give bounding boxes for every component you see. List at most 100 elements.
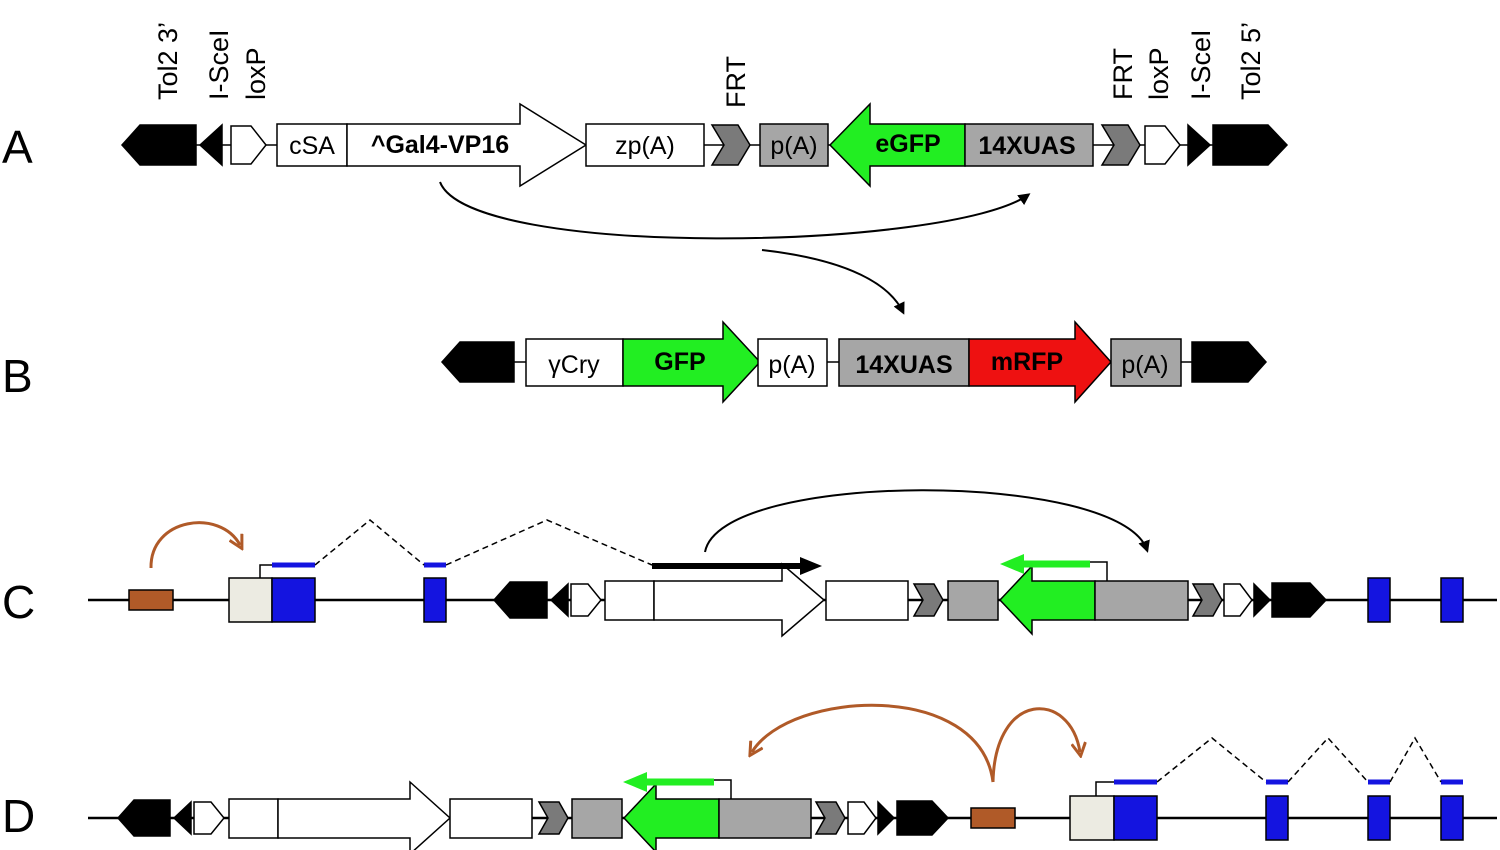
frt-left-d-icon bbox=[537, 801, 569, 835]
exon-3-d bbox=[1367, 795, 1391, 841]
csa-box-c bbox=[604, 580, 655, 621]
isce1-site-right-icon bbox=[1187, 123, 1212, 167]
tol2-3-arm-c-icon bbox=[492, 581, 548, 619]
pa-box-a bbox=[759, 123, 829, 167]
loxp-left-d-icon bbox=[193, 801, 225, 835]
tol2-5-arm-icon bbox=[1212, 124, 1289, 166]
splice-lines-d bbox=[1156, 736, 1442, 783]
tol2-5-arm-d-icon bbox=[896, 800, 950, 836]
tol2-arm-left-b-icon bbox=[440, 341, 515, 383]
isce1-site-left-icon bbox=[198, 123, 223, 167]
frt-right-c-icon bbox=[1191, 583, 1223, 617]
uas-box-a bbox=[964, 123, 1094, 167]
tol2-3-arm-icon bbox=[120, 124, 197, 166]
pa-box-c bbox=[947, 580, 999, 621]
gal4-vp16-arrow bbox=[346, 102, 588, 188]
loxp-site-left-icon bbox=[230, 125, 267, 165]
csa-box bbox=[276, 123, 348, 167]
row-label-d: D bbox=[2, 790, 35, 842]
construct-b bbox=[440, 320, 1268, 404]
site-label-frt-right: FRT bbox=[1108, 48, 1138, 100]
exon-1-c bbox=[271, 577, 316, 623]
uas-label-b: 14XUAS bbox=[855, 351, 952, 379]
mrfp-label: mRFP bbox=[991, 348, 1063, 376]
uas-bracket-c bbox=[1088, 561, 1108, 581]
gfp-label-b: GFP bbox=[654, 348, 705, 376]
egfp-transcript-head-c bbox=[1000, 554, 1024, 574]
loxp-right-c-icon bbox=[1223, 583, 1253, 617]
enhancer-arrow-d-left bbox=[752, 703, 995, 783]
egfp-label: eGFP bbox=[875, 130, 940, 158]
site-label-frt-left: FRT bbox=[721, 56, 751, 108]
frt-site-left-icon bbox=[710, 124, 751, 166]
enhancer-arrow-d-right bbox=[991, 707, 1080, 783]
loxp-right-d-icon bbox=[847, 801, 877, 835]
gal4-activation-arrow-b bbox=[761, 249, 905, 315]
row-label-a: A bbox=[2, 121, 33, 173]
zpa-box-c bbox=[825, 580, 909, 621]
uas-box-c bbox=[1094, 580, 1189, 621]
site-label-isce1-right: I-SceI bbox=[1186, 29, 1216, 100]
frt-site-right-icon bbox=[1100, 124, 1141, 166]
pa-box-b2 bbox=[1110, 338, 1182, 387]
isce1-right-d-icon bbox=[877, 800, 896, 836]
gal4-transcript-head-c bbox=[800, 557, 822, 575]
loxp-site-right-icon bbox=[1144, 125, 1181, 165]
exon-3-c bbox=[1367, 577, 1391, 623]
isce1-left-c-icon bbox=[549, 582, 569, 618]
mrfp-arrow bbox=[968, 320, 1113, 404]
pa-box-b1 bbox=[757, 338, 828, 387]
splice-lines-c bbox=[314, 519, 653, 566]
site-label-loxp-right: loxP bbox=[1144, 47, 1174, 100]
exon-2-d bbox=[1265, 795, 1289, 841]
enhancer-d bbox=[970, 807, 1016, 829]
genomic-locus-c bbox=[88, 489, 1497, 638]
site-label-tol2-3: Tol2 3’ bbox=[153, 22, 183, 100]
gal4-arrow-c bbox=[653, 562, 826, 638]
uas-bracket-d bbox=[712, 779, 732, 799]
utr-box-c bbox=[228, 577, 273, 623]
exon-4-d bbox=[1440, 795, 1464, 841]
gal4-label: ^Gal4-VP16 bbox=[371, 131, 509, 159]
loxp-left-c-icon bbox=[570, 583, 602, 617]
enhancer-arrow-c bbox=[149, 521, 240, 569]
gal4-activation-arrow-c bbox=[704, 489, 1150, 553]
frt-left-c-icon bbox=[912, 583, 944, 617]
row-label-b: B bbox=[2, 350, 33, 402]
egfp-arrow-d bbox=[622, 782, 720, 850]
gcry-label: γCry bbox=[548, 351, 600, 379]
uas-box-d bbox=[718, 798, 812, 839]
site-label-loxp-left: loxP bbox=[241, 47, 271, 100]
isce1-right-c-icon bbox=[1253, 582, 1272, 618]
tol2-5-arm-c-icon bbox=[1271, 582, 1328, 618]
uas-label-a: 14XUAS bbox=[978, 132, 1075, 160]
gal4-activation-arrow-a bbox=[439, 181, 1031, 240]
pa-box-d bbox=[571, 798, 623, 839]
row-label-c: C bbox=[2, 576, 35, 628]
egfp-arrow-c bbox=[998, 564, 1096, 636]
zpa-label: zp(A) bbox=[615, 132, 675, 160]
csa-box-d bbox=[228, 798, 279, 839]
site-label-isce1-left: I-SceI bbox=[204, 29, 234, 100]
egfp-transcript-head-d bbox=[623, 772, 647, 792]
frt-right-d-icon bbox=[814, 801, 846, 835]
exon-2-c bbox=[423, 577, 447, 623]
exon-4-c bbox=[1440, 577, 1464, 623]
uas-box-b bbox=[838, 338, 970, 387]
gcry-box bbox=[525, 338, 624, 387]
site-label-tol2-5: Tol2 5’ bbox=[1236, 22, 1266, 100]
isce1-left-d-icon bbox=[172, 800, 192, 836]
zpa-box bbox=[585, 123, 705, 167]
pa-label-b1: p(A) bbox=[768, 351, 815, 379]
csa-label: cSA bbox=[289, 132, 335, 160]
pa-label-b2: p(A) bbox=[1121, 351, 1168, 379]
gfp-arrow-b bbox=[622, 320, 762, 404]
gal4-arrow-d bbox=[277, 780, 452, 850]
utr-box-d bbox=[1069, 795, 1115, 841]
pa-label-a: p(A) bbox=[770, 132, 817, 160]
exon-1-d bbox=[1113, 795, 1158, 841]
enhancer-c bbox=[128, 589, 174, 611]
genomic-locus-d bbox=[88, 703, 1497, 850]
construct-a bbox=[120, 102, 1289, 188]
